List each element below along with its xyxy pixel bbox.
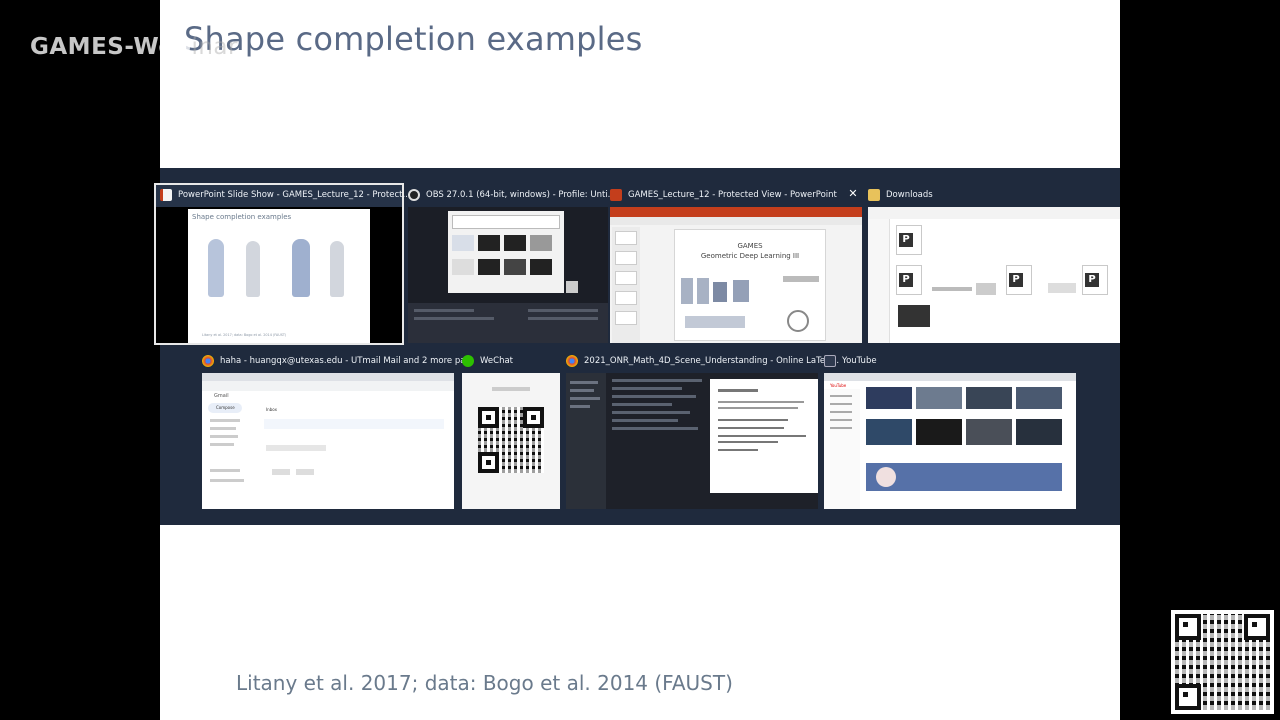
chrome-icon xyxy=(202,355,214,367)
games-webinar-watermark: GAMES-Webinar xyxy=(30,34,238,60)
obs-icon xyxy=(408,189,420,201)
slide-citation: Litany et al. 2017; data: Bogo et al. 20… xyxy=(236,671,733,695)
gmail-logo-text: Gmail xyxy=(214,393,229,399)
window-thumbnail: Gmail Compose Inbox xyxy=(202,373,454,509)
window-tile-youtube[interactable]: YouTube YouTube xyxy=(824,351,1076,509)
chrome-icon xyxy=(566,355,578,367)
window-thumbnail xyxy=(408,207,608,343)
window-thumbnail: YouTube xyxy=(824,373,1076,509)
pdf-preview-pane xyxy=(710,379,818,493)
youtube-logo-text: YouTube xyxy=(830,383,847,388)
close-window-button[interactable]: ✕ xyxy=(848,187,858,200)
window-title: YouTube xyxy=(842,356,877,366)
window-title: GAMES_Lecture_12 - Protected View - Powe… xyxy=(628,190,837,200)
inbox-label: Inbox xyxy=(266,407,277,412)
watermark-text: GAMES-Web xyxy=(30,34,192,60)
window-tile-powerpoint[interactable]: GAMES_Lecture_12 - Protected View - Powe… xyxy=(610,185,862,345)
window-thumbnail xyxy=(868,207,1120,343)
window-tile-wechat[interactable]: WeChat xyxy=(462,351,560,509)
powerpoint-slideshow-icon xyxy=(160,189,172,201)
window-tile-gmail[interactable]: haha - huangqx@utexas.edu - UTmail Mail … xyxy=(202,351,474,509)
window-thumbnail xyxy=(566,373,818,509)
wechat-icon xyxy=(462,355,474,367)
window-thumbnail: Shape completion examples Litany et al. … xyxy=(156,207,402,343)
window-thumbnail: GAMES Geometric Deep Learning III xyxy=(610,207,862,343)
wechat-login-qr-code xyxy=(478,407,544,473)
window-thumbnail xyxy=(462,373,560,509)
qr-code-image xyxy=(1171,610,1274,714)
slide-title: Shape completion examples xyxy=(184,20,643,58)
window-title: 2021_ONR_Math_4D_Scene_Understanding - O… xyxy=(584,356,840,366)
window-title: Downloads xyxy=(886,190,933,200)
compose-button: Compose xyxy=(208,403,242,413)
downloads-folder-icon xyxy=(868,189,880,201)
thumbnail-slide-line1: GAMES xyxy=(737,242,763,250)
window-tile-downloads[interactable]: Downloads xyxy=(868,185,1120,345)
thumbnail-slide-footer: Litany et al. 2017; data: Bogo et al. 20… xyxy=(202,333,287,337)
thumbnail-slide-line2: Geometric Deep Learning III xyxy=(700,252,800,260)
watermark-faded-text: inar xyxy=(191,34,238,60)
body-shape-figure xyxy=(246,241,260,297)
window-title: PowerPoint Slide Show - GAMES_Lecture_12… xyxy=(178,190,411,200)
thumbnail-slide-heading: Shape completion examples xyxy=(192,213,292,221)
body-shape-figure xyxy=(208,239,224,297)
window-title: OBS 27.0.1 (64-bit, windows) - Profile: … xyxy=(426,190,616,200)
window-tile-ppt-slideshow[interactable]: PowerPoint Slide Show - GAMES_Lecture_12… xyxy=(154,183,411,345)
body-shape-figure xyxy=(330,241,344,297)
window-tile-overleaf[interactable]: 2021_ONR_Math_4D_Scene_Understanding - O… xyxy=(566,351,839,509)
body-shape-figure xyxy=(292,239,310,297)
task-switcher: PowerPoint Slide Show - GAMES_Lecture_12… xyxy=(154,168,1120,525)
powerpoint-icon xyxy=(610,189,622,201)
window-title: haha - huangqx@utexas.edu - UTmail Mail … xyxy=(220,356,474,366)
window-title: WeChat xyxy=(480,356,513,366)
window-tile-obs[interactable]: OBS 27.0.1 (64-bit, windows) - Profile: … xyxy=(408,185,616,345)
youtube-icon xyxy=(824,355,836,367)
